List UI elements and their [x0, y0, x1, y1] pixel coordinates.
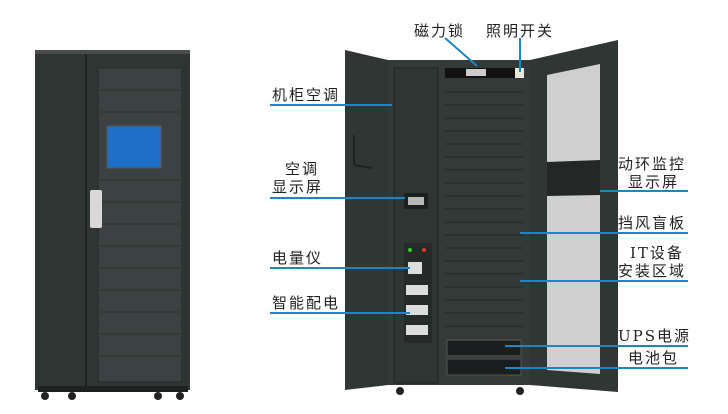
door-handle: [90, 190, 102, 228]
closed-cabinet: [35, 50, 190, 400]
ups-unit: [446, 339, 522, 357]
monitor-screen: [547, 160, 600, 196]
label-blanking-panel: 挡风盲板: [618, 214, 687, 232]
label-monitor-display-2: 显示屏: [628, 173, 680, 191]
label-ups: UPS电源: [618, 327, 692, 345]
light-switch: [515, 68, 524, 78]
touch-screen: [106, 125, 162, 169]
open-cabinet: [345, 40, 618, 395]
label-battery: 电池包: [628, 349, 680, 367]
label-it-area-1: IT设备: [630, 244, 684, 262]
label-magnetic-lock: 磁力锁: [414, 22, 466, 40]
label-cabinet-ac: 机柜空调: [272, 86, 341, 104]
label-light-switch: 照明开关: [486, 22, 555, 40]
label-ac-display-2: 显示屏: [272, 178, 324, 196]
label-smart-pdu: 智能配电: [272, 294, 341, 312]
magnetic-lock: [466, 69, 486, 76]
ac-display-screen: [408, 197, 424, 205]
label-power-meter: 电量仪: [272, 249, 324, 267]
label-monitor-display-1: 动环监控: [618, 155, 687, 173]
door-glass: [547, 64, 600, 374]
label-it-area-2: 安装区域: [618, 262, 687, 280]
label-ac-display-1: 空调: [284, 160, 319, 178]
leader-lines: [270, 37, 688, 369]
power-meter-device: [408, 262, 422, 274]
